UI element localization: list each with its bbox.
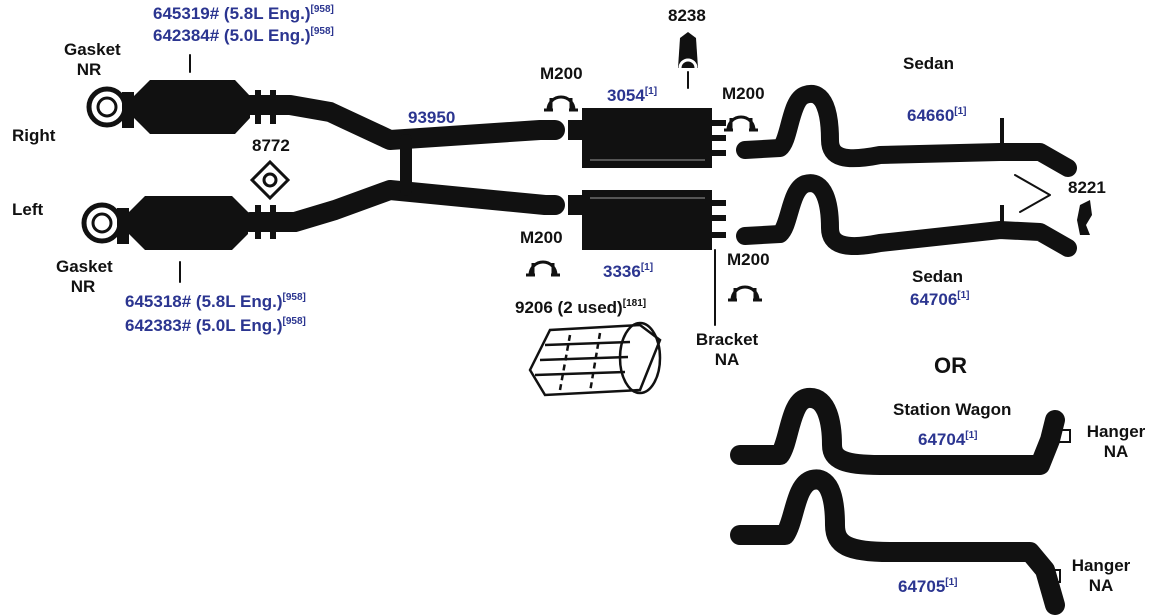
- right-label: Right: [12, 126, 55, 146]
- clamp-label-4[interactable]: M200: [727, 250, 770, 270]
- y-pipe-label[interactable]: 93950: [408, 108, 455, 128]
- tailpipe-64660-label[interactable]: 64660[1]: [907, 106, 967, 126]
- sedan-bottom-label: Sedan: [912, 267, 963, 287]
- tailpipe-sedan-left: [745, 183, 1068, 248]
- tailpipe-sedan-right: [745, 94, 1068, 168]
- hanger-8221-arrow: [1015, 175, 1050, 212]
- hanger-8238-label[interactable]: 8238: [668, 6, 706, 26]
- converter-left-part-1[interactable]: 645318# (5.8L Eng.)[958]: [125, 292, 306, 312]
- tailpipe-64705-label[interactable]: 64705[1]: [898, 577, 958, 597]
- hanger-8238-icon: [678, 32, 698, 68]
- clamp-label-1[interactable]: M200: [540, 64, 583, 84]
- or-label: OR: [934, 356, 967, 376]
- muffler-3054-label[interactable]: 3054[1]: [607, 86, 657, 106]
- right-catalytic-converter: [89, 80, 276, 134]
- heat-shield-9206-label[interactable]: 9206 (2 used)[181]: [515, 298, 646, 318]
- heat-shield-9206-icon: [530, 323, 660, 395]
- converter-left-part-2[interactable]: 642383# (5.0L Eng.)[958]: [125, 316, 306, 336]
- station-wagon-label: Station Wagon: [893, 400, 1011, 420]
- gasket-8772-label[interactable]: 8772: [252, 136, 290, 156]
- clamp-icon-1: [544, 97, 578, 110]
- converter-right-part-1[interactable]: 645319# (5.8L Eng.)[958]: [153, 4, 334, 24]
- clamp-label-3[interactable]: M200: [520, 228, 563, 248]
- clamp-icon-3: [526, 262, 560, 275]
- clamp-label-2[interactable]: M200: [722, 84, 765, 104]
- hanger-8221-icon: [1077, 200, 1092, 235]
- right-front-pipe: [250, 105, 555, 140]
- muffler-3336-label[interactable]: 3336[1]: [603, 262, 653, 282]
- muffler-3054: [568, 108, 726, 168]
- tailpipe-64706-label[interactable]: 64706[1]: [910, 290, 970, 310]
- gasket-8772: [252, 162, 288, 198]
- left-label: Left: [12, 200, 43, 220]
- tailpipe-64704-label[interactable]: 64704[1]: [918, 430, 978, 450]
- left-catalytic-converter: [84, 196, 276, 250]
- clamp-icon-4: [728, 287, 762, 300]
- hanger-8221-label[interactable]: 8221: [1068, 178, 1106, 198]
- clamp-icon-2: [724, 117, 758, 130]
- sedan-top-label: Sedan: [903, 54, 954, 74]
- converter-right-part-2[interactable]: 642384# (5.0L Eng.)[958]: [153, 26, 334, 46]
- muffler-3336: [568, 190, 726, 250]
